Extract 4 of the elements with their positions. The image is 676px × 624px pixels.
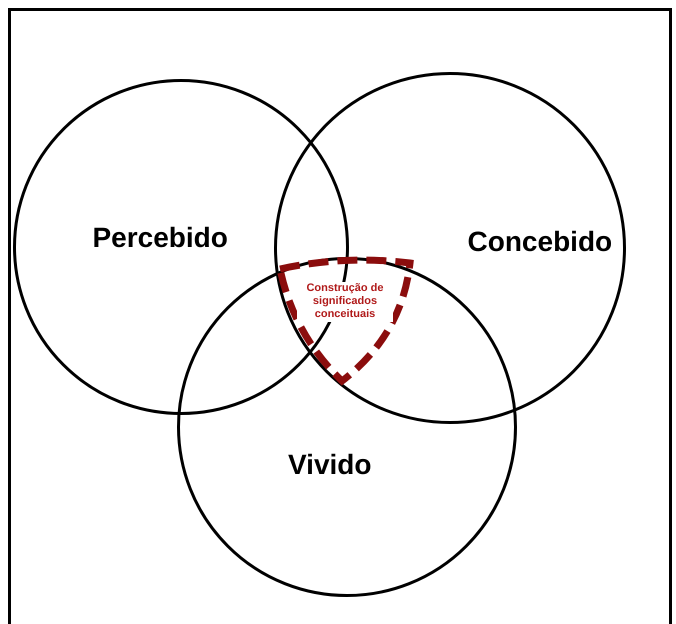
circle-label: Percebido bbox=[92, 222, 228, 254]
circle-label: Concebido bbox=[468, 226, 612, 258]
circle-label: Vivido bbox=[288, 449, 372, 481]
region-label: Construção de significados conceituais bbox=[297, 282, 393, 322]
